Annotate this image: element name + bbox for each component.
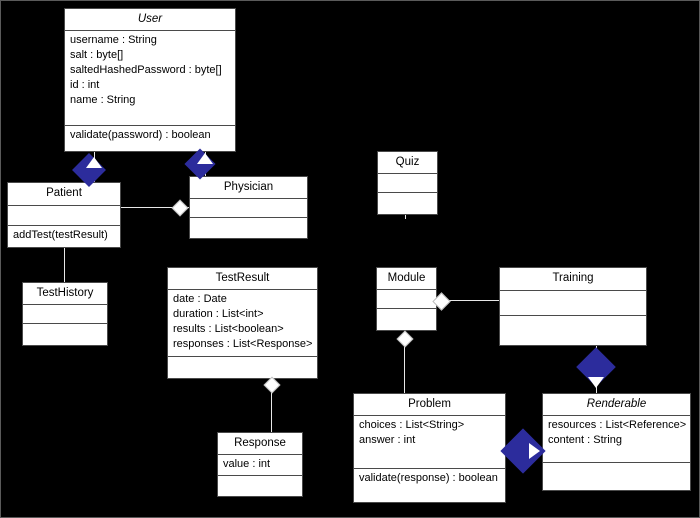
class-physician-attributes xyxy=(190,198,307,217)
edge-module-problem xyxy=(404,329,405,395)
edge-testresult-response xyxy=(271,377,272,433)
attribute: name : String xyxy=(70,94,136,106)
class-quiz-name: Quiz xyxy=(395,156,420,168)
class-physician[interactable]: Physician xyxy=(189,176,308,239)
aggregation-diamond-testresult-response xyxy=(263,376,281,394)
class-testhistory-name: TestHistory xyxy=(36,287,94,299)
attribute: answer : int xyxy=(359,434,416,446)
class-module-attributes xyxy=(377,289,436,308)
edge-patient-testhistory xyxy=(64,248,65,284)
class-physician-operations xyxy=(190,217,307,238)
operation: validate(password) : boolean xyxy=(70,129,211,141)
class-renderable-name: Renderable xyxy=(586,398,647,410)
attribute: value : int xyxy=(223,458,271,470)
attribute: results : List<boolean> xyxy=(173,323,284,335)
class-module-name: Module xyxy=(387,272,426,284)
edge-training-module xyxy=(435,300,501,301)
class-user-name: User xyxy=(137,13,163,25)
class-testhistory-attributes xyxy=(23,304,107,323)
class-testresult-name: TestResult xyxy=(215,272,270,284)
class-renderable-attributes: resources : List<Reference> content : St… xyxy=(543,415,690,462)
class-user-operations: validate(password) : boolean xyxy=(65,125,235,151)
generalization-arrow-patient-user xyxy=(86,157,102,168)
attribute: id : int xyxy=(70,79,100,91)
class-renderable[interactable]: Renderable resources : List<Reference> c… xyxy=(542,393,691,491)
class-testresult-operations xyxy=(168,356,317,378)
class-physician-name: Physician xyxy=(223,181,274,193)
class-testresult-attributes: date : Date duration : List<int> results… xyxy=(168,289,317,356)
attribute: content : String xyxy=(548,434,622,446)
class-renderable-operations xyxy=(543,462,690,490)
operation: validate(response) : boolean xyxy=(359,472,498,484)
class-quiz-attributes xyxy=(378,173,437,192)
class-testhistory[interactable]: TestHistory xyxy=(22,282,108,346)
class-module-operations xyxy=(377,308,436,330)
class-quiz[interactable]: Quiz xyxy=(377,151,438,215)
class-quiz-operations xyxy=(378,192,437,214)
class-response-operations xyxy=(218,475,302,496)
class-problem-operations: validate(response) : boolean xyxy=(354,468,505,502)
class-patient-name: Patient xyxy=(46,187,82,199)
edge-patient-physician xyxy=(121,207,191,208)
class-training-name: Training xyxy=(552,272,594,284)
class-response-name: Response xyxy=(234,437,286,449)
attribute: username : String xyxy=(70,34,157,46)
class-problem-name: Problem xyxy=(408,398,451,410)
class-training[interactable]: Training xyxy=(499,267,647,346)
attribute: choices : List<String> xyxy=(359,419,465,431)
generalization-arrow-training-renderable xyxy=(588,377,604,388)
class-problem[interactable]: Problem choices : List<String> answer : … xyxy=(353,393,506,503)
attribute: salt : byte[] xyxy=(70,49,124,61)
operation: addTest(testResult) xyxy=(13,229,108,241)
attribute: saltedHashedPassword : byte[] xyxy=(70,64,222,76)
class-patient[interactable]: Patient addTest(testResult) xyxy=(7,182,121,248)
aggregation-diamond-physician xyxy=(171,199,189,217)
edge-quiz-stub xyxy=(405,213,406,219)
attribute: date : Date xyxy=(173,293,227,305)
class-patient-operations: addTest(testResult) xyxy=(8,225,120,247)
attribute: responses : List<Response> xyxy=(173,338,313,350)
aggregation-diamond-module-problem xyxy=(396,330,414,348)
generalization-arrow-problem-renderable xyxy=(529,443,540,459)
class-training-operations xyxy=(500,315,646,345)
class-user-attributes: username : String salt : byte[] saltedHa… xyxy=(65,30,235,125)
class-training-attributes xyxy=(500,290,646,315)
attribute: duration : List<int> xyxy=(173,308,264,320)
class-problem-attributes: choices : List<String> answer : int xyxy=(354,415,505,468)
class-patient-attributes xyxy=(8,205,120,225)
class-response[interactable]: Response value : int xyxy=(217,432,303,497)
class-response-attributes: value : int xyxy=(218,454,302,475)
class-testhistory-operations xyxy=(23,323,107,345)
class-user[interactable]: User username : String salt : byte[] sal… xyxy=(64,8,236,152)
attribute: resources : List<Reference> xyxy=(548,419,687,431)
class-module[interactable]: Module xyxy=(376,267,437,331)
generalization-arrow-physician-user xyxy=(197,153,213,164)
class-testresult[interactable]: TestResult date : Date duration : List<i… xyxy=(167,267,318,379)
